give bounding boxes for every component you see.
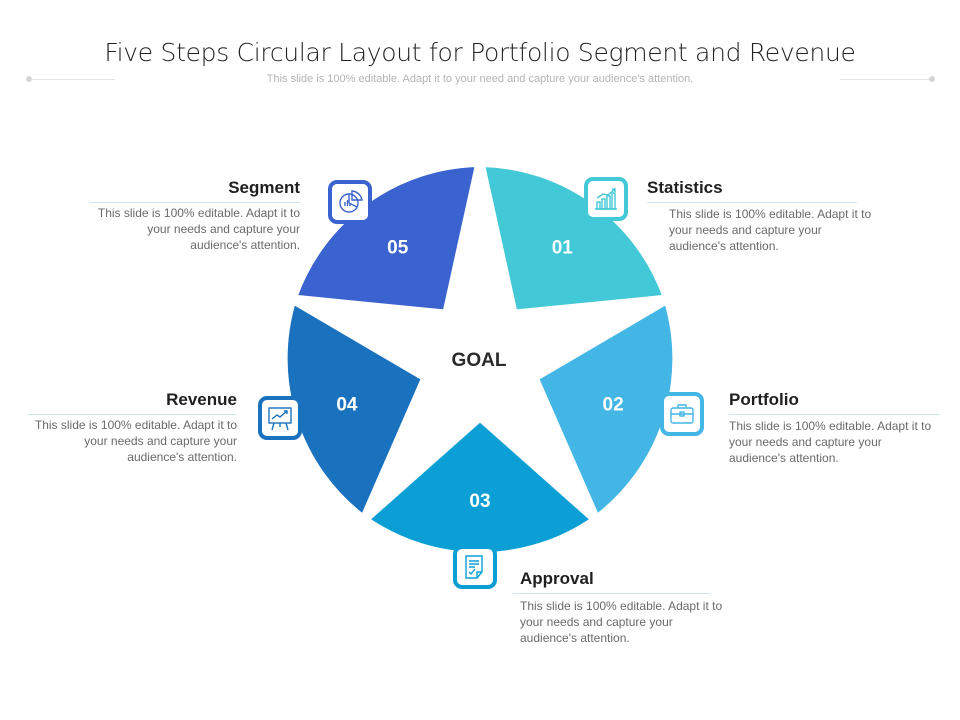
segment-03 [365,418,595,556]
step-03-icon-box [453,545,497,589]
step-01-heading: Statistics [647,178,857,203]
segment-number-03: 03 [469,491,490,512]
segment-01 [481,163,667,314]
pie-chart-icon [339,190,363,213]
step-04-description: This slide is 100% editable. Adapt it to… [34,418,237,464]
segment-number-01: 01 [552,238,574,259]
title-rule-left-dot [26,76,32,82]
step-05-description: This slide is 100% editable. Adapt it to… [97,206,300,252]
step-02-icon-box [660,392,704,436]
step-02-description: This slide is 100% editable. Adapt it to… [729,419,932,465]
step-05-heading: Segment [90,178,300,203]
briefcase-icon [670,404,694,424]
presentation-board-icon [268,407,292,431]
step-05-icon-box [328,180,372,224]
signed-document-icon [465,555,483,579]
step-01-description: This slide is 100% editable. Adapt it to… [669,207,872,253]
title-rule-right [840,79,930,80]
bar-chart-icon [595,188,617,210]
goal-label: GOAL [452,350,507,371]
title-rule-right-dot [929,76,935,82]
slide-subtitle: This slide is 100% editable. Adapt it to… [266,73,694,85]
step-04-icon-box [258,396,302,440]
segment-number-04: 04 [336,394,358,415]
segment-number-05: 05 [387,238,409,259]
slide-title: Five Steps Circular Layout for Portfolio… [104,38,856,67]
step-03-heading: Approval [513,569,710,594]
step-03-description: This slide is 100% editable. Adapt it to… [520,599,723,645]
title-rule-left [30,79,115,80]
step-numbers: 01 02 03 04 05 [336,238,623,512]
step-02-heading: Portfolio [729,390,939,415]
step-04-heading: Revenue [27,390,237,415]
step-01-icon-box [584,177,628,221]
segment-05 [293,163,479,314]
segment-number-02: 02 [603,394,624,415]
